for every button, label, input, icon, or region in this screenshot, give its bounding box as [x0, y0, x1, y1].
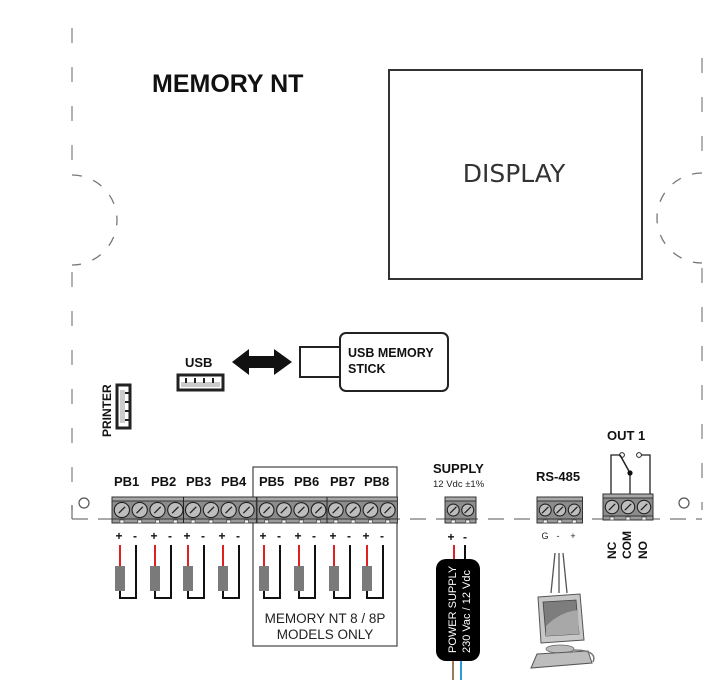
pb-label: PB8 [364, 474, 389, 489]
supply-section: SUPPLY 12 Vdc ±1% + - POWER SUPPLY 230 V… [433, 461, 485, 680]
pushbutton-1: +- [115, 529, 137, 599]
pushbutton-body [329, 566, 339, 591]
pushbutton-6: +- [294, 529, 316, 599]
pb-label: PB5 [259, 474, 284, 489]
power-supply-label-line2: 230 Vac / 12 Vdc [461, 570, 473, 653]
pb-label: PB1 [114, 474, 139, 489]
out1-section: OUT 1 NC COM NO [605, 428, 651, 559]
out1-pin-nc: NC [605, 541, 619, 559]
polarity-plus: + [362, 529, 369, 543]
pushbutton-5: +- [259, 529, 281, 599]
terminal-block-out1 [602, 493, 654, 521]
usb-memory-stick: USB MEMORY STICK [299, 332, 449, 392]
pb-label: PB7 [330, 474, 355, 489]
power-supply-unit [436, 559, 480, 661]
display-label: DISPLAY [463, 159, 566, 188]
rs485-pin-plus: + [570, 531, 575, 541]
pb-labels: PB1 PB2 PB3 PB4 PB5 PB6 PB7 PB8 [114, 474, 389, 489]
usb-stick-label-line2: STICK [348, 362, 386, 376]
polarity-plus: + [183, 529, 190, 543]
pushbutton-8: +- [362, 529, 384, 599]
rs485-pin-minus: - [557, 531, 560, 541]
out1-pin-no: NO [636, 541, 650, 559]
out1-label: OUT 1 [607, 428, 645, 443]
right-mount-cutout [656, 172, 703, 264]
mount-hole-left [78, 497, 90, 509]
polarity-minus: - [168, 529, 172, 543]
supply-spec: 12 Vdc ±1% [433, 479, 485, 490]
terminal-block-rs485 [536, 496, 583, 524]
left-mount-cutout [71, 174, 118, 266]
pushbutton-body [362, 566, 372, 591]
pushbutton-3: +- [183, 529, 205, 599]
polarity-plus: + [329, 529, 336, 543]
pb-label: PB6 [294, 474, 319, 489]
models-only-note-line1: MEMORY NT 8 / 8P [265, 611, 386, 626]
printer-label: PRINTER [100, 384, 114, 437]
polarity-minus: - [277, 529, 281, 543]
pushbutton-body [218, 566, 228, 591]
display-box: DISPLAY [388, 69, 643, 280]
usb-port: USB [176, 355, 225, 392]
bidirectional-arrow-icon [232, 349, 292, 375]
rs485-label: RS-485 [536, 469, 580, 484]
polarity-plus: + [259, 529, 266, 543]
polarity-minus: - [133, 529, 137, 543]
pushbutton-4: +- [218, 529, 240, 599]
pushbutton-body [294, 566, 304, 591]
terminal-block-supply [444, 496, 477, 524]
pushbutton-body [115, 566, 125, 591]
mount-hole-right [678, 497, 690, 509]
usb-port-label: USB [185, 355, 212, 370]
usb-stick-label-line1: USB MEMORY [348, 346, 434, 360]
computer-icon [530, 593, 595, 669]
models-only-note-line2: MODELS ONLY [277, 627, 374, 642]
polarity-minus: - [380, 529, 384, 543]
rs485-section: RS-485 G - + [530, 469, 595, 669]
pushbutton-7: +- [329, 529, 351, 599]
polarity-minus: - [347, 529, 351, 543]
pushbutton-body [183, 566, 193, 591]
models-only-frame [252, 466, 398, 647]
device-title: MEMORY NT [152, 70, 303, 98]
polarity-plus: + [150, 529, 157, 543]
pb-label: PB2 [151, 474, 176, 489]
polarity-plus: + [218, 529, 225, 543]
pb-label: PB3 [186, 474, 211, 489]
terminal-block-pb1-pb4 [111, 496, 257, 524]
polarity-plus: + [294, 529, 301, 543]
polarity-minus: - [201, 529, 205, 543]
pb-label: PB4 [221, 474, 247, 489]
pushbutton-2: +- [150, 529, 172, 599]
supply-label: SUPPLY [433, 461, 484, 476]
power-supply-label-line1: POWER SUPPLY [447, 565, 459, 653]
pushbutton-body [259, 566, 269, 591]
supply-plus: + [447, 530, 454, 544]
rs485-pin-g: G [541, 531, 548, 541]
pushbutton-body [150, 566, 160, 591]
out1-pin-com: COM [620, 531, 634, 559]
printer-connector: PRINTER [100, 383, 132, 437]
polarity-plus: + [115, 529, 122, 543]
polarity-minus: - [236, 529, 240, 543]
polarity-minus: - [312, 529, 316, 543]
supply-minus: - [463, 530, 467, 544]
